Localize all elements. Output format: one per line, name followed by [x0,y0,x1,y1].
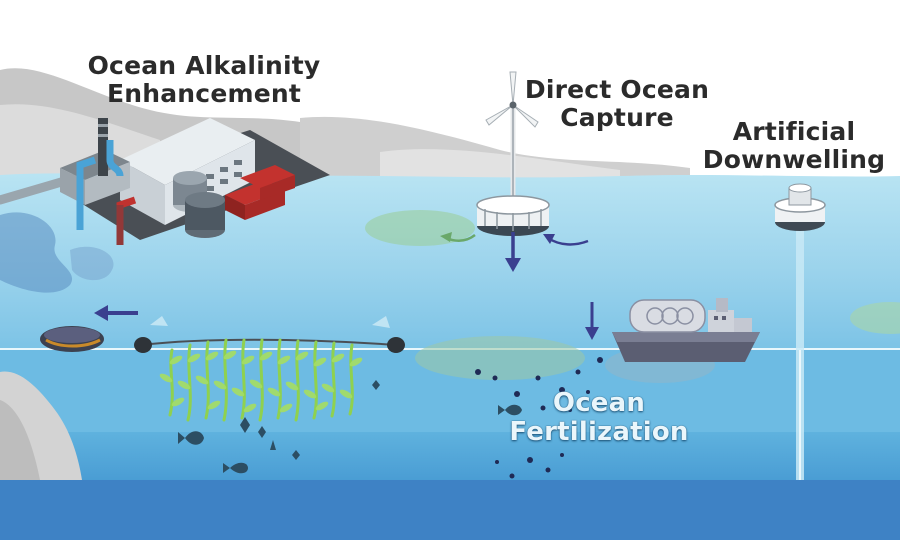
label-line: Direct Ocean [522,76,712,104]
label-direct-ocean-capture: Direct Ocean Capture [522,76,712,132]
label-line: Ocean [498,389,700,418]
label-line: Fertilization [498,418,700,447]
label-ocean-fertilization: Ocean Fertilization [498,389,700,447]
capture-platform [477,196,549,236]
label-line: Artificial [700,118,888,146]
label-line: Enhancement [86,80,322,108]
deep-water-layer [0,432,900,480]
label-line: Capture [522,104,712,132]
bottom-band [0,480,900,540]
label-artificial-downwelling: Artificial Downwelling [700,118,888,174]
label-ocean-alkalinity-enhancement: Ocean Alkalinity Enhancement [86,52,322,108]
label-line: Downwelling [700,146,888,174]
seaweed-bundle [40,326,104,352]
label-line: Ocean Alkalinity [86,52,322,80]
fertilization-bloom [415,336,585,380]
